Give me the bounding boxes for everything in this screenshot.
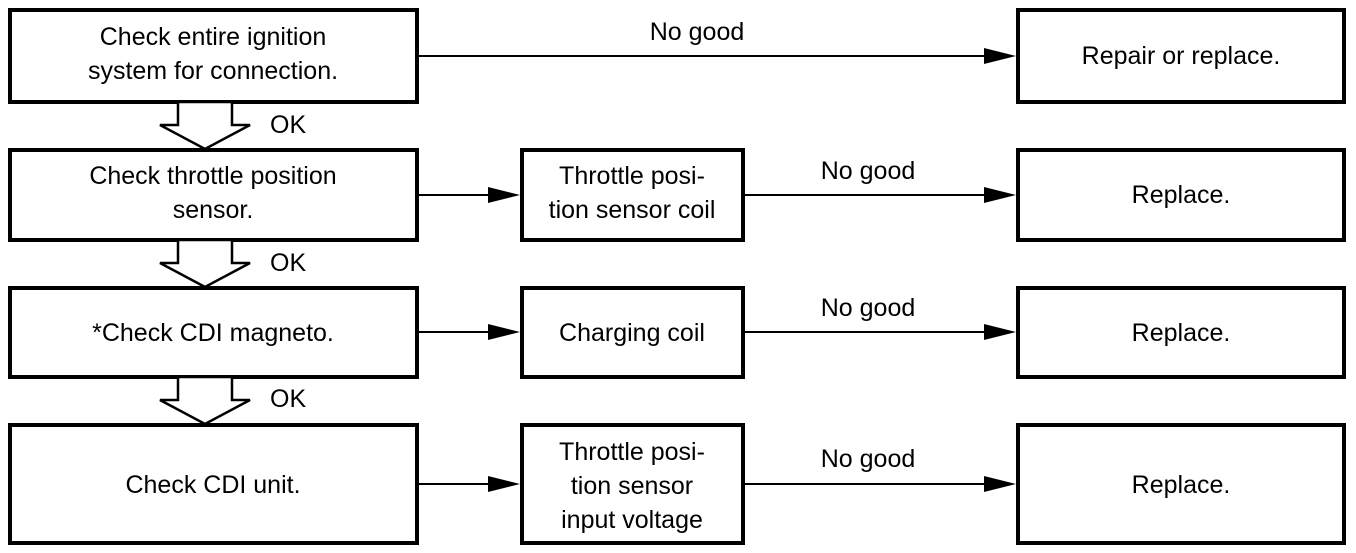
ok-arrow-1 [159,100,251,151]
middle-check-1-line-2: tion sensor coil [549,196,716,224]
step-1-line-1: Check entire ignition [100,23,327,51]
middle-check-1-line-1: Throttle posi- [559,162,705,190]
arrow-head-remedy2 [984,187,1016,203]
arrow-head-remedy1 [984,48,1016,64]
ok-label-2: OK [270,249,306,277]
step-box-1 [8,8,419,104]
remedy-box-2 [1016,148,1346,242]
remedy-2-label: Replace. [1132,181,1231,209]
remedy-1-label: Repair or replace. [1082,42,1281,70]
step-2-line-1: Check throttle position [89,162,336,190]
remedy-4-label: Replace. [1132,471,1231,499]
middle-check-box-1 [520,148,745,242]
ok-label-1: OK [270,111,306,139]
remedy-box-1 [1016,8,1346,104]
arrow-head-remedy3 [984,324,1016,340]
middle-check-box-2 [520,286,745,379]
arrow-head-check3 [488,476,520,492]
no-good-label-1: No good [650,18,745,46]
step-2-line-2: sensor. [173,196,254,224]
remedy-box-4 [1016,423,1346,545]
remedy-3-label: Replace. [1132,319,1231,347]
no-good-label-4: No good [821,445,916,473]
no-good-label-3: No good [821,294,916,322]
step-3-line-1: *Check CDI magneto. [92,319,334,347]
middle-check-3-line-1: Throttle posi- [559,438,705,466]
middle-check-box-3 [520,423,745,545]
no-good-label-2: No good [821,157,916,185]
ok-arrow-3 [159,375,251,426]
ok-label-3: OK [270,385,306,413]
step-4-line-1: Check CDI unit. [125,471,300,499]
middle-check-3-line-3: input voltage [561,506,703,534]
arrow-head-check1 [488,187,520,203]
remedy-box-3 [1016,286,1346,379]
step-1-line-2: system for connection. [88,57,338,85]
middle-check-2-line-1: Charging coil [559,319,705,347]
arrow-head-check2 [488,324,520,340]
arrow-head-remedy4 [984,476,1016,492]
step-box-4 [8,423,419,545]
middle-check-3-line-2: tion sensor [571,472,693,500]
ok-arrow-2 [159,238,251,289]
